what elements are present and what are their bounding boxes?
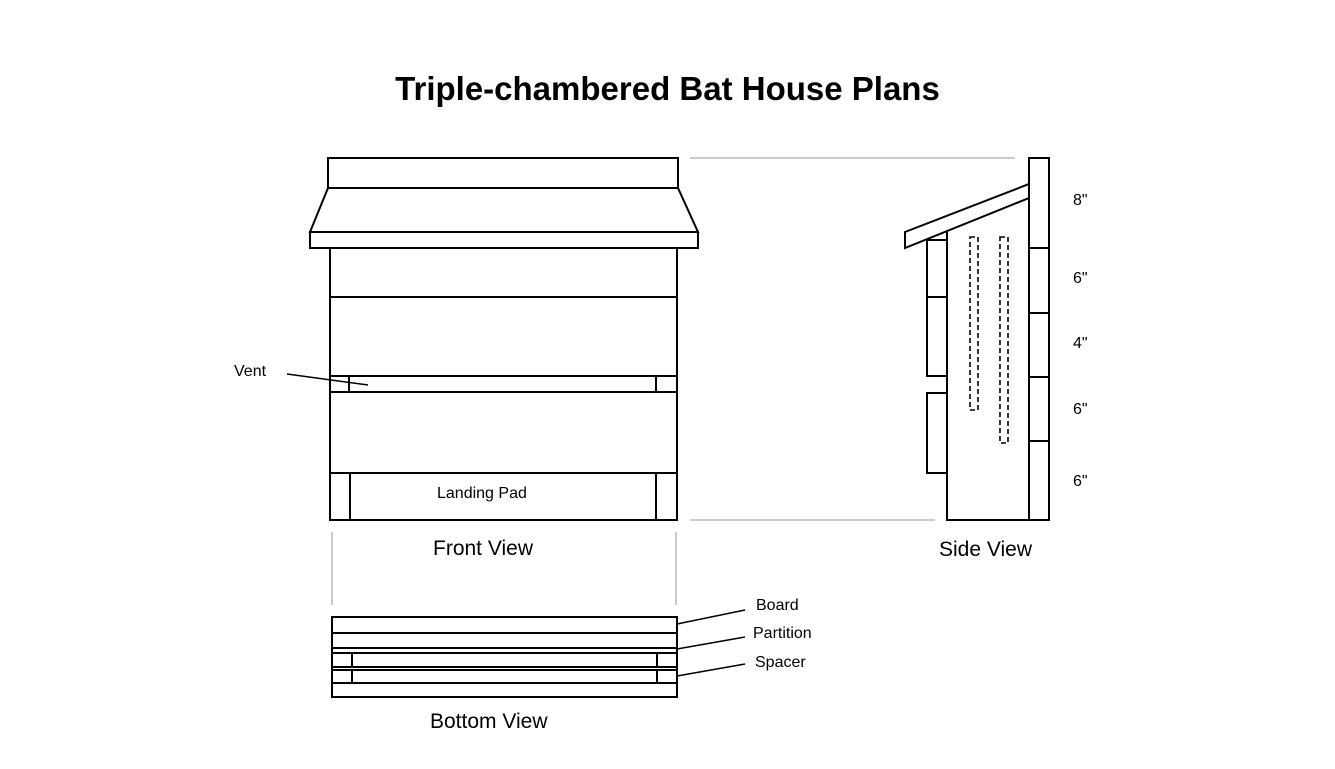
dimension-label-3: 4" — [1073, 335, 1088, 352]
side-back-board — [1028, 157, 1050, 521]
board-label: Board — [756, 597, 799, 614]
front-body — [329, 247, 678, 521]
partition-leader-line — [676, 636, 746, 650]
dimension-label-1: 8" — [1073, 192, 1088, 209]
bottom-view-drawing — [331, 609, 746, 698]
bottom-outline — [331, 616, 678, 698]
dimension-label-4: 6" — [1073, 401, 1088, 418]
page-title: Triple-chambered Bat House Plans — [395, 70, 940, 107]
front-view-caption: Front View — [433, 537, 533, 560]
side-roof — [904, 182, 1030, 250]
side-view-caption: Side View — [939, 538, 1033, 561]
front-view-drawing — [286, 157, 700, 521]
front-roof-top — [327, 157, 679, 189]
bottom-view-caption: Bottom View — [430, 710, 548, 733]
board-leader-line — [676, 609, 746, 625]
partition-label: Partition — [753, 625, 812, 642]
landing-pad-label: Landing Pad — [437, 485, 527, 502]
front-roof-slope — [308, 187, 700, 233]
dimension-label-2: 6" — [1073, 270, 1088, 287]
vent-leader-line — [286, 373, 369, 386]
projection-lines — [331, 157, 1015, 605]
front-roof-eave — [309, 231, 699, 249]
side-view-drawing — [904, 157, 1050, 521]
vent-label: Vent — [234, 363, 267, 380]
side-partition-1 — [969, 236, 979, 411]
dimension-label-5: 6" — [1073, 473, 1088, 490]
spacer-leader-line — [676, 663, 746, 677]
side-partition-2 — [999, 236, 1009, 444]
spacer-label: Spacer — [755, 654, 806, 671]
